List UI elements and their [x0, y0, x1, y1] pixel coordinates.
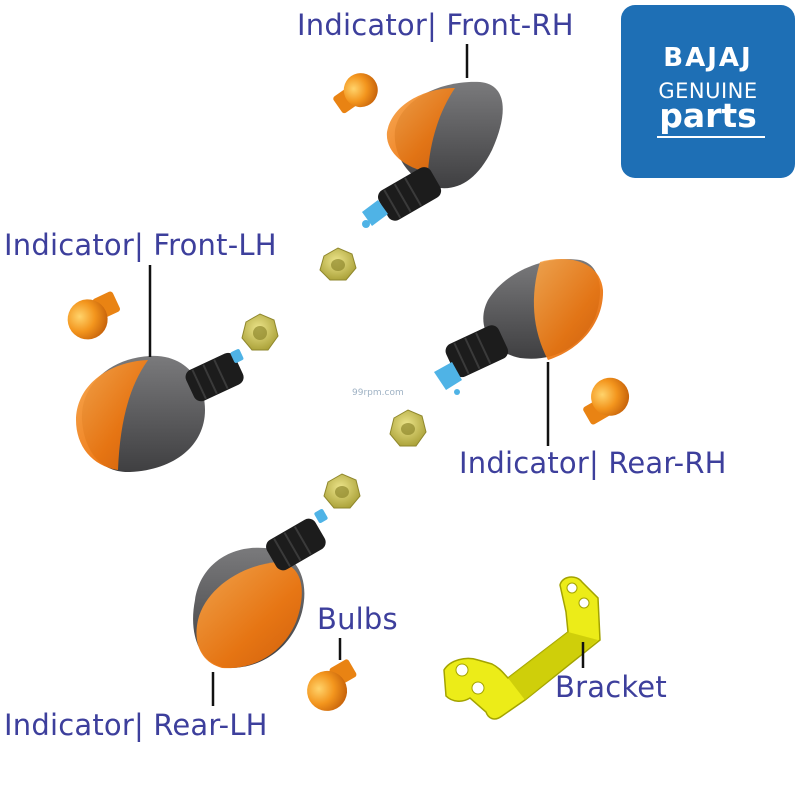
- watermark-text: 99rpm.com: [352, 388, 404, 398]
- logo-underline: [657, 136, 765, 138]
- logo-brand: BAJAJ: [663, 43, 753, 73]
- label-bracket: Bracket: [555, 670, 667, 704]
- label-rear-rh: Indicator| Rear-RH: [459, 446, 727, 480]
- bulb-front-lh: [67, 291, 121, 340]
- bulb-rear-lh: [307, 659, 357, 711]
- nut-3: [389, 409, 427, 447]
- logo-line2: parts: [659, 96, 757, 135]
- rear-rh-indicator: [434, 259, 604, 395]
- logo-line1: GENUINE: [658, 79, 758, 103]
- rear-lh-indicator: [193, 509, 328, 669]
- label-front-lh: Indicator| Front-LH: [4, 228, 277, 262]
- label-bulbs: Bulbs: [317, 602, 398, 636]
- bajaj-genuine-parts-logo: BAJAJ GENUINE parts: [621, 5, 795, 178]
- bracket-part: [443, 576, 601, 720]
- label-rear-lh: Indicator| Rear-LH: [4, 708, 268, 742]
- front-lh-indicator: [76, 349, 244, 473]
- nut-2: [241, 313, 279, 351]
- bulb-rear-rh: [583, 377, 630, 425]
- bulb-front-rh: [333, 73, 378, 114]
- nut-1: [319, 247, 357, 281]
- nut-4: [323, 473, 361, 509]
- front-rh-indicator: [362, 81, 503, 228]
- label-front-rh: Indicator| Front-RH: [297, 8, 574, 42]
